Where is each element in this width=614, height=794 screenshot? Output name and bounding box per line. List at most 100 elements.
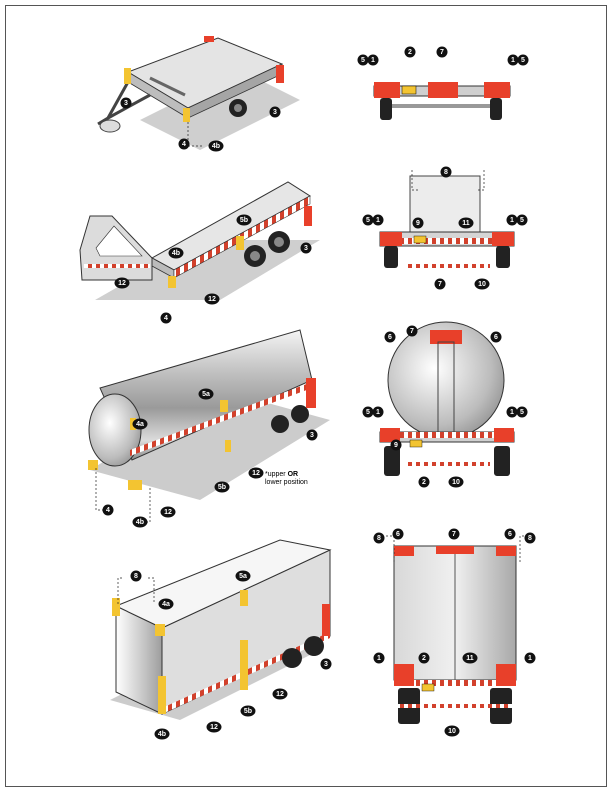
- callout-small-trailer-2: 4: [178, 138, 190, 150]
- reflector-amber: [158, 676, 166, 714]
- callout-label: 4b: [212, 143, 220, 150]
- callout-badge: [524, 532, 536, 544]
- tire: [384, 246, 398, 268]
- callout-badge: [440, 166, 452, 178]
- van-iso: [110, 539, 332, 720]
- callout-badge: [390, 439, 402, 451]
- callout-tanker-rear-1: 6: [384, 331, 396, 343]
- callout-van-rear-8: 1: [524, 652, 536, 664]
- callout-label: 10: [478, 281, 486, 288]
- callout-label: 8: [134, 573, 138, 580]
- callout-badge: [373, 532, 385, 544]
- page-border: [5, 5, 607, 787]
- callout-badge: [504, 528, 516, 540]
- callout-label: 12: [164, 509, 172, 516]
- callout-label: 12: [252, 470, 260, 477]
- reflector-red: [492, 232, 514, 246]
- callout-badge: [248, 467, 264, 479]
- callout-badge: [412, 217, 424, 229]
- reflector-red: [204, 36, 214, 42]
- callout-badge: [367, 54, 379, 66]
- callout-flatbed-rear-3: 9: [412, 217, 424, 229]
- callout-badge: [406, 325, 418, 337]
- callout-label: 5a: [239, 573, 247, 580]
- callout-label: 5: [366, 217, 370, 224]
- callout-label: 2: [408, 49, 412, 56]
- callout-label: 6: [508, 531, 512, 538]
- reflector-red: [394, 546, 414, 556]
- reflector-red: [436, 546, 474, 554]
- callout-badge: [490, 331, 502, 343]
- callout-flatbed-rear-8: 10: [474, 278, 490, 290]
- callout-badge: [474, 278, 490, 290]
- reflector-amber: [236, 236, 244, 250]
- note-line2: lower position: [265, 479, 308, 486]
- reflector-red: [380, 428, 400, 442]
- callout-label: 4: [182, 141, 186, 148]
- callout-flatbed-rear-4: 11: [458, 217, 474, 229]
- callout-badge: [208, 140, 224, 152]
- callout-label: 5a: [202, 391, 210, 398]
- callout-badge: [436, 46, 448, 58]
- callout-badge: [206, 721, 222, 733]
- callout-van-4: 12: [272, 688, 288, 700]
- callout-label: 7: [438, 281, 442, 288]
- callout-badge: [506, 406, 518, 418]
- callout-badge: [120, 97, 132, 109]
- callout-label: 10: [448, 728, 456, 735]
- callout-flatbed-5: 12: [204, 293, 220, 305]
- callout-badge: [130, 570, 142, 582]
- tire: [384, 446, 400, 476]
- reflector-amber: [128, 480, 142, 490]
- reflector-red: [322, 604, 330, 636]
- callout-van-rear-7: 11: [462, 652, 478, 664]
- callout-badge: [362, 406, 374, 418]
- rear-underride-tape: [404, 462, 490, 466]
- callout-van-rear-0: 6: [392, 528, 404, 540]
- callout-tanker-rear-3: 5: [362, 406, 374, 418]
- callout-label: 1: [511, 57, 515, 64]
- callout-label: 5b: [218, 484, 226, 491]
- callout-flatbed-rear-2: 1: [372, 214, 384, 226]
- callout-badge: [458, 217, 474, 229]
- callout-badge: [373, 652, 385, 664]
- callout-flatbed-rear-5: 1: [506, 214, 518, 226]
- callout-label: 5: [520, 409, 524, 416]
- reflector-amber: [124, 68, 131, 84]
- callout-tanker-rear-4: 1: [372, 406, 384, 418]
- callout-label: 3: [310, 432, 314, 439]
- callout-label: 1: [510, 409, 514, 416]
- callout-badge: [448, 476, 464, 488]
- callout-tanker-1: 4a: [132, 418, 148, 430]
- reflector-red: [484, 82, 510, 98]
- callout-badge: [372, 214, 384, 226]
- callout-badge: [372, 406, 384, 418]
- callout-small-rear-4: 1: [507, 54, 519, 66]
- rear-underride-tape: [404, 264, 490, 268]
- tire: [291, 405, 309, 423]
- callout-tanker-3: 12: [248, 467, 264, 479]
- callout-label: 12: [208, 296, 216, 303]
- reflector-red: [306, 378, 316, 408]
- callout-small-rear-3: 7: [436, 46, 448, 58]
- tanker-iso: [88, 329, 330, 500]
- callout-flatbed-rear-1: 5: [362, 214, 374, 226]
- callout-badge: [160, 506, 176, 518]
- callout-badge: [507, 54, 519, 66]
- callout-label: 5: [520, 217, 524, 224]
- callout-badge: [204, 293, 220, 305]
- reflector-red: [430, 330, 462, 344]
- callout-small-rear-2: 2: [404, 46, 416, 58]
- callout-badge: [462, 652, 478, 664]
- callout-van-rear-4: 8: [524, 532, 536, 544]
- callout-badge: [320, 658, 332, 670]
- reflector-amber: [220, 400, 228, 412]
- flatbed-iso: [79, 181, 320, 300]
- reflector-red: [276, 65, 284, 83]
- callout-flatbed-rear-0: 8: [440, 166, 452, 178]
- callout-label: 4a: [162, 601, 170, 608]
- callout-label: 1: [376, 409, 380, 416]
- callout-badge: [362, 214, 374, 226]
